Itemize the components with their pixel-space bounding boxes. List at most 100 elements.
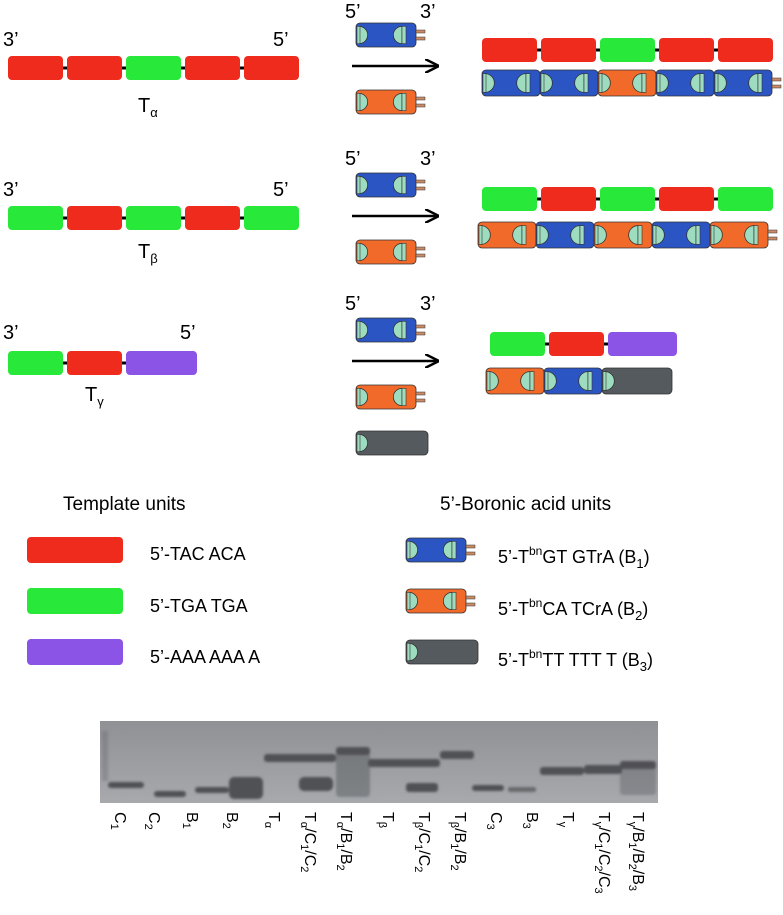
gel-band-tg-c [584,765,622,774]
reactant-gamma-b1-right-cap-base [401,321,407,339]
template-gamma-5prime: 5’ [180,322,196,344]
reactant-alpha-b1-left-cap-base [356,26,361,44]
reactant-gamma-b1-right-cap [392,320,403,340]
reactant-alpha-b2-pin-bottom [415,103,426,108]
template-beta-label: Tβ [138,241,158,266]
template-beta-5prime: 5’ [273,179,289,201]
reactant-beta-b2 [355,239,426,265]
reactant-alpha-b1-right-cap [392,25,403,45]
product-beta-template [482,187,773,211]
product-alpha-template-unit-green [600,38,655,62]
product-beta-unit-4-left-cap-base [710,225,715,245]
gel-band-ta [264,754,306,762]
product-beta-unit-2 [593,221,653,249]
reactant-gamma-b1-pin-top [415,324,426,329]
template-alpha-3prime: 3’ [3,29,19,51]
reactant-beta-b2-pin-bottom [415,253,426,258]
product-gamma-template-unit-green [490,332,545,356]
legend-boronic-swatch-orange-left-cap-base [406,592,411,610]
product-gamma-unit-0 [485,367,545,395]
product-beta-unit-1-right-cap-base [579,225,585,245]
product-alpha-unit-3-left-cap-base [656,73,661,93]
reactant-gamma-b2-pin-top [415,391,426,396]
template-alpha-unit-red [67,56,122,80]
reactant-gamma-b1-pin-bottom [415,331,426,336]
reactant-beta-b1-pin-bottom [415,186,426,191]
gel-band-ta-b-smear [336,751,370,797]
reactant-alpha-b1-pin-bottom [415,36,426,41]
reactant-beta-b2-left-cap-base [356,243,361,261]
template-beta-unit-green [244,206,299,230]
product-alpha-unit-4-right-cap-base [757,73,763,93]
product-alpha-unit-1-right-cap-base [583,73,589,93]
reactant-beta-b2-pin-top [415,246,426,251]
gel-band-b1 [195,787,229,793]
legend-boronic-swatch-dark-body [405,639,479,665]
legend-template-swatch-red [27,537,123,563]
product-beta-template-unit-green [600,187,655,211]
product-beta-unit-0-right-cap [512,225,523,245]
product-beta-unit-4-pin-bottom [767,236,778,241]
gel-band-tg [540,767,584,775]
reaction-beta-5prime: 5’ [345,148,361,170]
product-alpha-unit-0 [481,69,541,97]
product-gamma-template-unit-red [549,332,604,356]
gel-band-tb-c-lower [406,783,438,792]
gel-band-tg-b-smear [620,761,656,795]
template-gamma-unit-red [67,351,122,375]
reactant-alpha-b2-right-cap-base [401,93,407,111]
reactant-gamma-b3-left-cap-base [356,434,361,452]
reactant-beta-b2-right-cap [392,242,403,262]
product-alpha-unit-4-left-cap-base [714,73,719,93]
reactant-alpha-b1-right-cap-base [401,26,407,44]
gel-band-c1 [108,782,144,788]
reactant-gamma-b1-left-cap-base [356,321,361,339]
gel-lane-label: Tγ/B1/B2/B3 [625,812,646,892]
gel-band-tb-b [440,751,474,759]
reactant-gamma-b3 [355,430,429,456]
legend-template-text-purple: 5’-AAA AAA A [150,647,261,667]
reactant-alpha-b2 [355,89,426,115]
reactant-alpha-b1 [355,22,426,48]
product-alpha-template-unit-red [659,38,714,62]
gel-band-ta-c-upper [296,754,336,762]
legend-boronic-swatch-blue-left-cap-base [406,541,411,559]
legend-template-title: Template units [63,494,186,515]
product-alpha-unit-4-pin-bottom [771,84,782,89]
template-beta-unit-red [67,206,122,230]
product-gamma-unit-1-right-cap-base [587,371,593,391]
product-gamma-unit-1-left-cap-base [544,371,549,391]
reactant-gamma-b1 [355,317,426,343]
product-beta-unit-0-right-cap-base [521,225,527,245]
product-alpha-unit-4 [713,69,782,97]
product-alpha-template-unit-red [541,38,596,62]
product-alpha-unit-2-left-cap-base [598,73,603,93]
gel-band-c3 [472,785,504,791]
product-alpha-unit-2 [597,69,657,97]
product-beta-unit-2-right-cap [628,225,639,245]
reaction-gamma-5prime: 5’ [345,293,361,315]
product-beta-unit-2-right-cap-base [637,225,643,245]
template-gamma-3prime: 3’ [3,322,19,344]
reaction-gamma-3prime: 3’ [420,293,436,315]
legend-boronic-text-b2: 5’-TbnCA TCrA (B2) [498,596,649,623]
product-alpha-unit-2-right-cap [632,73,643,93]
reactant-gamma-b3-body [355,430,429,456]
legend-boronic-swatch-orange-right-cap-base [451,592,457,610]
legend-boronic-swatch-blue [405,537,476,563]
product-beta-unit-4-pin-top [767,229,778,234]
product-gamma-unit-0-right-cap [520,371,531,391]
product-gamma-unit-1-right-cap [578,371,589,391]
product-alpha-unit-1 [539,69,599,97]
product-beta-unit-2-left-cap-base [594,225,599,245]
template-gamma-label: Tγ [85,384,104,409]
gel-band-c2 [154,791,186,797]
product-gamma-unit-2 [601,367,673,395]
product-alpha-unit-3-right-cap-base [699,73,705,93]
product-beta-template-unit-green [718,187,773,211]
product-beta-unit-3-left-cap-base [652,225,657,245]
legend-boronic-swatch-blue-right-cap [442,540,453,560]
reactant-gamma-b2 [355,384,426,410]
reactant-alpha-b1-pin-top [415,29,426,34]
